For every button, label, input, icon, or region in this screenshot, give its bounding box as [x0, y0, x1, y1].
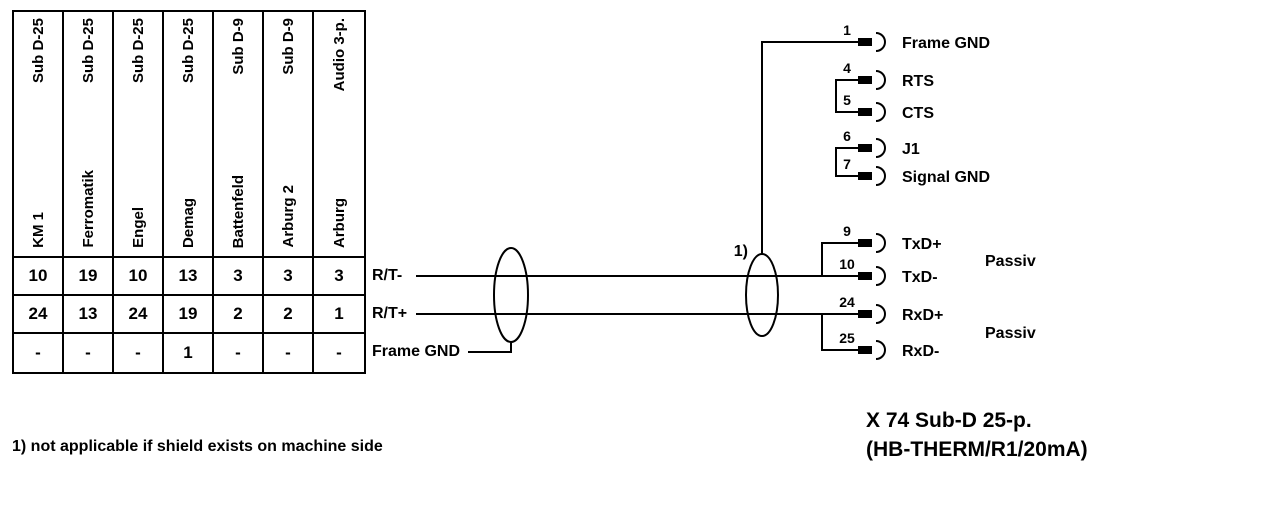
pin-contact — [858, 172, 872, 180]
pin-number: 6 — [843, 128, 851, 144]
pin-contact — [858, 239, 872, 247]
pin-contact — [858, 76, 872, 84]
pin-contact — [858, 144, 872, 152]
pin-cell: 3 — [214, 258, 264, 296]
pin-label: Frame GND — [902, 35, 990, 52]
pin-rts: 4 RTS — [843, 60, 934, 90]
pin-socket-arc — [875, 32, 886, 52]
pin-cell: 24 — [114, 296, 164, 334]
pin-label: J1 — [902, 141, 920, 158]
pin-cell: 13 — [64, 296, 114, 334]
pin-label: TxD+ — [902, 236, 942, 253]
pin-label: RTS — [902, 73, 934, 90]
pin-rxd-plus: 24 RxD+ — [839, 294, 943, 324]
pin-cell: 1 — [164, 334, 214, 372]
pin-cts: 5 CTS — [843, 92, 934, 122]
column-header-demag: Sub D-25 Demag — [164, 12, 214, 258]
jumper-j1-signal-gnd — [835, 147, 858, 177]
pin-txd-plus: 9 TxD+ — [843, 223, 941, 253]
column-header-ferromatik: Sub D-25 Ferromatik — [64, 12, 114, 258]
footnote: 1) not applicable if shield exists on ma… — [12, 438, 383, 455]
pin-socket-arc — [875, 102, 886, 122]
pin-cell: 3 — [314, 258, 364, 296]
shield-note-reference: 1) — [734, 243, 748, 260]
pin-number: 9 — [843, 223, 851, 239]
pin-cell: 10 — [14, 258, 64, 296]
pin-contact — [858, 108, 872, 116]
row-label-rt-plus: R/T+ — [372, 305, 408, 322]
pin-socket-arc — [875, 304, 886, 324]
pin-socket-arc — [875, 233, 886, 253]
pin-txd-minus: 10 TxD- — [839, 256, 937, 286]
pin-cell: 24 — [14, 296, 64, 334]
pin-cell: 3 — [264, 258, 314, 296]
pin-label: CTS — [902, 105, 934, 122]
pin-cell: - — [114, 334, 164, 372]
pin-cell: 1 — [314, 296, 364, 334]
row-label-rt-minus: R/T- — [372, 267, 403, 284]
pin-cell: 13 — [164, 258, 214, 296]
pin-socket-arc — [875, 340, 886, 360]
pin-rxd-minus: 25 RxD- — [839, 330, 939, 360]
column-header-battenfeld: Sub D-9 Battenfeld — [214, 12, 264, 258]
pin-contact — [858, 346, 872, 354]
pin-contact — [858, 272, 872, 280]
column-header-km1: Sub D-25 KM 1 — [14, 12, 64, 258]
branch-rxd-pair — [821, 314, 858, 351]
pin-contact — [858, 310, 872, 318]
pin-label: RxD+ — [902, 307, 943, 324]
pin-socket-arc — [875, 138, 886, 158]
column-header-arburg: Audio 3-p. Arburg — [314, 12, 364, 258]
pin-number: 4 — [843, 60, 851, 76]
pin-cell: - — [264, 334, 314, 372]
pin-cell: - — [14, 334, 64, 372]
pin-number: 25 — [839, 330, 855, 346]
pin-cell: 19 — [164, 296, 214, 334]
pin-number: 1 — [843, 22, 851, 38]
pin-label: Signal GND — [902, 169, 990, 186]
pin-cell: 19 — [64, 258, 114, 296]
jumper-rts-cts — [835, 79, 858, 113]
pin-cell: 2 — [214, 296, 264, 334]
pin-number: 5 — [843, 92, 851, 108]
pin-socket-arc — [875, 266, 886, 286]
pin-number: 24 — [839, 294, 855, 310]
machine-pin-table: Sub D-25 KM 1 Sub D-25 Ferromatik Sub D-… — [12, 10, 366, 374]
shield-symbol-connector-side — [745, 253, 779, 337]
wire-frame-gnd-to-shield — [468, 342, 512, 353]
pin-label: RxD- — [902, 343, 939, 360]
row-label-frame-gnd: Frame GND — [372, 343, 461, 360]
pin-cell: 2 — [264, 296, 314, 334]
connector-title: X 74 Sub-D 25-p. (HB-THERM/R1/20mA) — [866, 406, 1088, 464]
pin-contact — [858, 38, 872, 46]
pin-cell: - — [336, 343, 342, 362]
pin-cell: 10 — [114, 258, 164, 296]
passiv-label-txd: Passiv — [985, 253, 1036, 270]
column-header-arburg2: Sub D-9 Arburg 2 — [264, 12, 314, 258]
pin-number: 10 — [839, 256, 855, 272]
wire-shield-to-pin1 — [761, 41, 858, 254]
pin-j1: 6 J1 — [843, 128, 920, 158]
branch-txd-pair — [821, 242, 858, 276]
passiv-label-rxd: Passiv — [985, 325, 1036, 342]
column-header-engel: Sub D-25 Engel — [114, 12, 164, 258]
pin-label: TxD- — [902, 269, 938, 286]
pin-cell: - — [64, 334, 114, 372]
pin-cell: - — [214, 334, 264, 372]
pin-frame-gnd: 1 Frame GND — [843, 22, 990, 52]
pin-number: 7 — [843, 156, 851, 172]
shield-symbol-machine-side — [493, 247, 529, 343]
pin-socket-arc — [875, 70, 886, 90]
pin-signal-gnd: 7 Signal GND — [843, 156, 990, 186]
connector-title-line2: (HB-THERM/R1/20mA) — [866, 438, 1088, 461]
pin-socket-arc — [875, 166, 886, 186]
connector-title-line1: X 74 Sub-D 25-p. — [866, 409, 1032, 432]
